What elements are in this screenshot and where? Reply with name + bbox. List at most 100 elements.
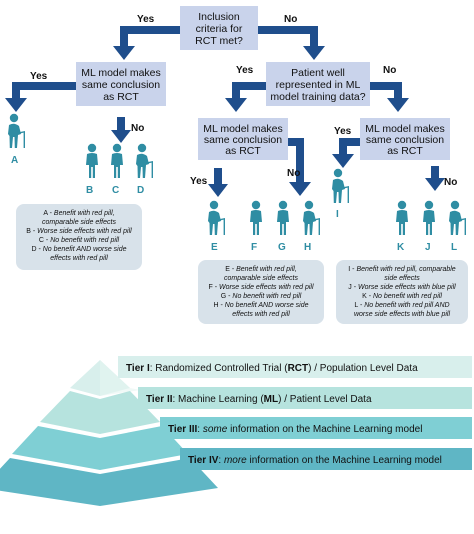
legend-middle-line-2: comparable side effects [224, 275, 298, 282]
legend-left-line-5: D - No benefit AND worse side [31, 246, 126, 253]
legend-right-line-5: L - No benefit with red pill AND [354, 302, 449, 309]
pyramid-tier-2 [40, 391, 160, 434]
legend-right-line-3: J - Worse side effects with blue pill [348, 284, 456, 291]
node-inclusion-line-2: criteria for [196, 23, 243, 35]
node-inclusion-line-3: RCT met? [195, 35, 243, 47]
label-no-ml-right: No [444, 177, 457, 188]
legend-middle-line-5: H - No benefit AND worse side [213, 302, 308, 309]
tier-4-banner [180, 448, 472, 470]
patient-a-label: A [11, 155, 18, 166]
legend-left-line-2: comparable side effects [42, 219, 116, 226]
arrow-patient-no [370, 82, 409, 112]
tier-2-label: Tier II: Machine Learning (ML) / Patient… [146, 394, 372, 405]
node-ml-right-line-3: as RCT [387, 145, 423, 157]
node-inclusion-line-1: Inclusion [198, 11, 240, 23]
legend-right-line-6: worse side effects with blue pill [354, 311, 451, 318]
patient-e-label: E [211, 242, 218, 253]
patient-h-label: H [304, 242, 311, 253]
node-ml-top-line-3: as RCT [103, 91, 139, 103]
node-ml-left-line-3: as RCT [225, 145, 261, 157]
legend-left-line-3: B - Worse side effects with red pill [26, 228, 132, 235]
label-yes-ml-left: Yes [190, 176, 208, 187]
legend-middle-line-3: F - Worse side effects with red pill [208, 284, 313, 291]
patient-f-label: F [251, 242, 257, 253]
node-patient-line-2: represented in ML [276, 79, 361, 91]
patient-j-label: J [425, 242, 431, 253]
patient-b-label: B [86, 185, 93, 196]
legend-right: I - Benefit with red pill, comparable sid… [336, 260, 468, 324]
pyramid-tier-4 [0, 458, 218, 506]
arrow-inclusion-no [258, 26, 325, 60]
arrow-ml-left-no [288, 138, 311, 196]
legend-middle-line-4: G - No benefit with red pill [221, 293, 302, 300]
tier-1-banner [118, 356, 472, 378]
arrow-ml-top-no [111, 117, 131, 143]
patient-c-icon [111, 143, 123, 178]
label-yes-ml-right: Yes [334, 126, 352, 137]
node-ml-right-line-2: same conclusion [366, 134, 444, 146]
pyramid-tier-3 [12, 426, 188, 470]
patient-d-label: D [137, 185, 144, 196]
legend-left-line-4: C - No benefit with red pill [39, 237, 120, 244]
tier-3-banner [160, 417, 472, 439]
patient-k-label: K [397, 242, 405, 253]
patient-d-icon [136, 143, 153, 178]
patient-c-label: C [112, 185, 119, 196]
tier-banners: Tier I: Randomized Controlled Trial (RCT… [118, 356, 472, 470]
tier-1-label: Tier I: Randomized Controlled Trial (RCT… [126, 363, 418, 374]
legend-middle-line-1: E - Benefit with red pill, [225, 266, 297, 273]
arrow-inclusion-yes [113, 26, 180, 60]
arrow-ml-right-no [425, 166, 445, 191]
node-ml-right: ML model makes same conclusion as RCT [360, 118, 450, 160]
label-no-patient: No [383, 65, 396, 76]
node-patient-line-1: Patient well [291, 67, 345, 79]
node-ml-right-line-1: ML model makes [365, 123, 445, 135]
legend-right-line-2: side effects [384, 275, 420, 282]
label-no-ml-top: No [131, 123, 144, 134]
patient-f-icon [250, 200, 262, 235]
legend-left-line-1: A - Benefit with red pill, [43, 210, 114, 217]
patient-g-label: G [278, 242, 286, 253]
tier-4-label: Tier IV: more information on the Machine… [188, 455, 442, 466]
patient-j-icon [423, 200, 435, 235]
node-ml-left-line-2: same conclusion [204, 134, 282, 146]
node-ml-left-line-1: ML model makes [203, 123, 283, 135]
flow-arrows [5, 26, 445, 197]
patient-h-icon [303, 200, 320, 235]
label-yes-ml-top: Yes [30, 71, 48, 82]
patient-l-icon [449, 200, 466, 235]
patient-k-icon [396, 200, 408, 235]
tier-pyramid [0, 360, 218, 506]
arrow-ml-right-yes [332, 138, 360, 168]
label-no-inclusion: No [284, 14, 297, 25]
label-yes-patient: Yes [236, 65, 254, 76]
arrow-ml-top-yes [5, 82, 76, 112]
patient-g-icon [277, 200, 289, 235]
legend-left: A - Benefit with red pill, comparable sid… [16, 204, 142, 270]
legend-left-line-6: effects with red pill [50, 255, 108, 262]
arrow-patient-yes [225, 82, 266, 112]
label-yes-inclusion: Yes [137, 14, 155, 25]
node-patient-represented: Patient well represented in ML model tra… [266, 62, 370, 106]
legend-right-line-1: I - Benefit with red pill, comparable [348, 266, 455, 273]
tier-2-banner [138, 387, 472, 409]
node-ml-top-line-1: ML model makes [81, 67, 161, 79]
patient-a-icon [8, 113, 25, 148]
node-ml-top: ML model makes same conclusion as RCT [76, 62, 166, 106]
patient-i-icon [332, 168, 349, 203]
legend-middle-line-6: effects with red pill [232, 311, 290, 318]
node-patient-line-3: model training data? [270, 91, 365, 103]
patient-e-icon [208, 200, 225, 235]
tier-3-label: Tier III: some information on the Machin… [168, 424, 422, 435]
label-no-ml-left: No [287, 168, 300, 179]
legend-middle: E - Benefit with red pill, comparable sid… [198, 260, 324, 324]
arrow-ml-left-yes [208, 168, 228, 197]
node-ml-left: ML model makes same conclusion as RCT [198, 118, 288, 160]
node-inclusion-criteria: Inclusion criteria for RCT met? [180, 6, 258, 50]
legend-right-line-4: K - No benefit with red pill [362, 293, 442, 300]
patient-i-label: I [336, 209, 339, 220]
patient-l-label: L [451, 242, 457, 253]
patient-b-icon [86, 143, 98, 178]
node-ml-top-line-2: same conclusion [82, 79, 160, 91]
